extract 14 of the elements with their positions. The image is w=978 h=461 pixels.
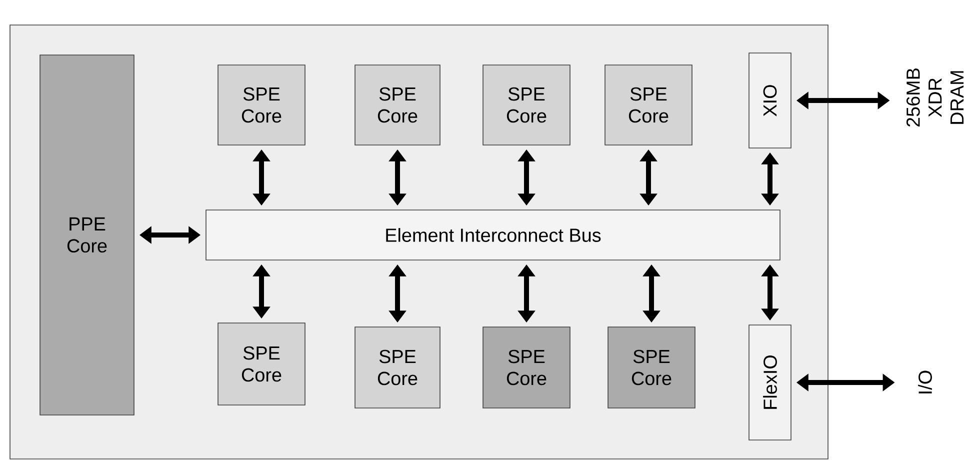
core-box: SPE Core (482, 326, 570, 408)
core-box: SPE Core (604, 64, 692, 146)
bus-box: Element Interconnect Bus (206, 210, 780, 260)
core-box: SPE Core (608, 326, 696, 408)
core-box: SPE Core (218, 322, 306, 406)
core-box: SPE Core (354, 64, 440, 146)
core-box: SPE Core (482, 64, 570, 146)
io-label: I/O (918, 370, 932, 394)
core-box: SPE Core (218, 64, 306, 146)
processor-box: PPE Core (40, 54, 134, 416)
interface-box: FlexIO (748, 324, 792, 440)
interface-box: XIO (748, 52, 792, 148)
core-box: SPE Core (354, 326, 440, 408)
memory-label: 256MB XDR DRAM (906, 68, 964, 127)
